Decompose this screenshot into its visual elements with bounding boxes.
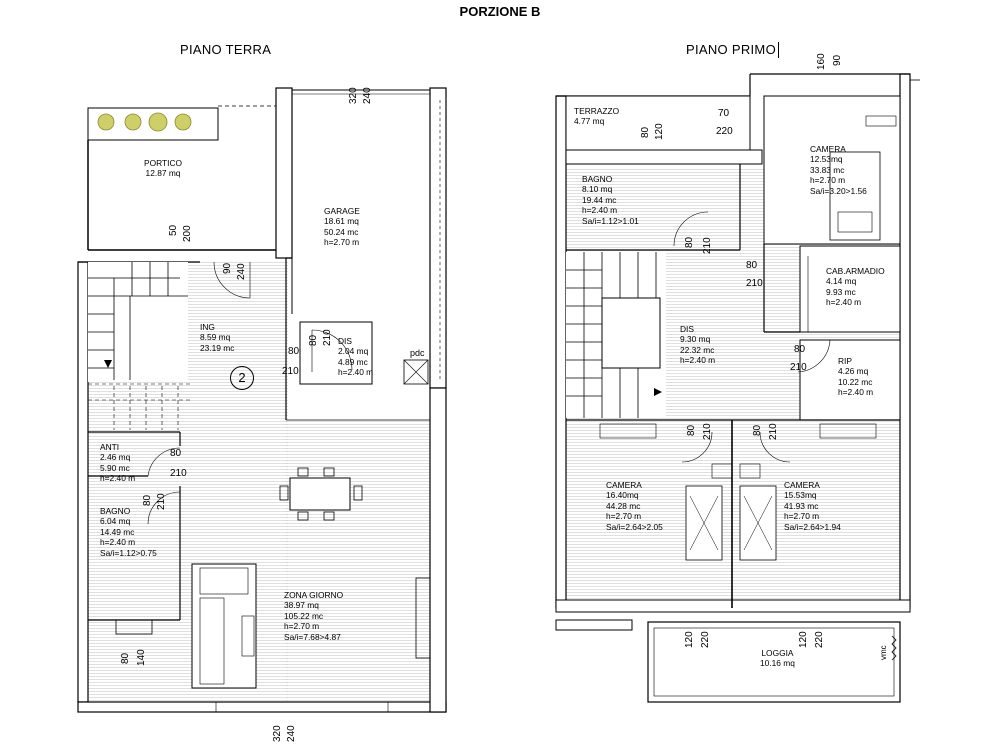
first-stairs xyxy=(566,252,666,418)
dim-dis-h-1: 80 xyxy=(288,346,300,357)
first-floor-plan xyxy=(555,73,920,703)
plant-icon xyxy=(174,113,192,131)
dim-bagno-window-first-2: 120 xyxy=(654,123,665,140)
vmc-label: vmc xyxy=(879,645,888,660)
dim-cam-right-1: 80 xyxy=(752,424,763,436)
dim-cam-right-2: 210 xyxy=(768,423,779,440)
dim-bagno-door-first-1: 80 xyxy=(684,236,695,248)
ground-floor-title: PIANO TERRA xyxy=(180,42,272,57)
dim-anti-1: 80 xyxy=(170,448,182,459)
dim-garage-top-2: 240 xyxy=(362,87,373,104)
text-cursor xyxy=(778,42,779,58)
dim-bagno-1: 80 xyxy=(142,494,153,506)
dim-giorno-window-1: 320 xyxy=(272,725,283,742)
stair-number-badge: 2 xyxy=(230,366,254,390)
dim-terrazzo-2: 220 xyxy=(716,126,733,137)
dim-ing-2: 240 xyxy=(236,263,247,280)
pdc-label: pdc xyxy=(410,348,425,358)
portico-planter xyxy=(87,107,219,141)
ground-stairs xyxy=(88,262,190,430)
dim-rip-2: 210 xyxy=(790,362,807,373)
dim-bagno-window-1: 80 xyxy=(120,652,131,664)
dim-giorno-window-2: 240 xyxy=(286,725,297,742)
dim-cab-1: 80 xyxy=(746,260,758,271)
dim-cam-left-2: 210 xyxy=(702,423,713,440)
dim-garage-top-1: 320 xyxy=(348,87,359,104)
dim-bagno-window-2: 140 xyxy=(136,649,147,666)
dim-camera-window-2: 90 xyxy=(832,54,843,66)
dim-bagno-2: 210 xyxy=(156,493,167,510)
dim-dis-h-2: 210 xyxy=(282,366,299,377)
dining-table xyxy=(289,477,351,511)
dim-loggia-right-2: 220 xyxy=(814,631,825,648)
plant-icon xyxy=(124,113,142,131)
pdc-box xyxy=(403,359,429,385)
dim-portico-2: 200 xyxy=(182,225,193,242)
dim-camera-window-1: 160 xyxy=(816,53,827,70)
bed xyxy=(829,151,881,241)
page-title: PORZIONE B xyxy=(459,4,541,19)
dim-terrazzo-1: 70 xyxy=(718,108,730,119)
dim-rip-1: 80 xyxy=(794,344,806,355)
dim-loggia-right-1: 120 xyxy=(798,631,809,648)
plant-icon xyxy=(148,112,168,132)
dim-loggia-left-2: 220 xyxy=(700,631,711,648)
dim-portico-1: 50 xyxy=(168,224,179,236)
dim-ing-1: 90 xyxy=(222,262,233,274)
dim-anti-2: 210 xyxy=(170,468,187,479)
dim-bagno-window-first-1: 80 xyxy=(640,126,651,138)
first-floor-title: PIANO PRIMO xyxy=(686,42,776,57)
dim-cam-left-1: 80 xyxy=(686,424,697,436)
dim-dis-v-2: 210 xyxy=(322,329,333,346)
plant-icon xyxy=(97,113,115,131)
dim-cab-2: 210 xyxy=(746,278,763,289)
zona-giorno-floor xyxy=(286,420,430,702)
dim-bagno-door-first-2: 210 xyxy=(702,237,713,254)
ground-floor-plan xyxy=(77,87,447,713)
dim-loggia-left-1: 120 xyxy=(684,631,695,648)
dim-dis-v-1: 80 xyxy=(308,334,319,346)
